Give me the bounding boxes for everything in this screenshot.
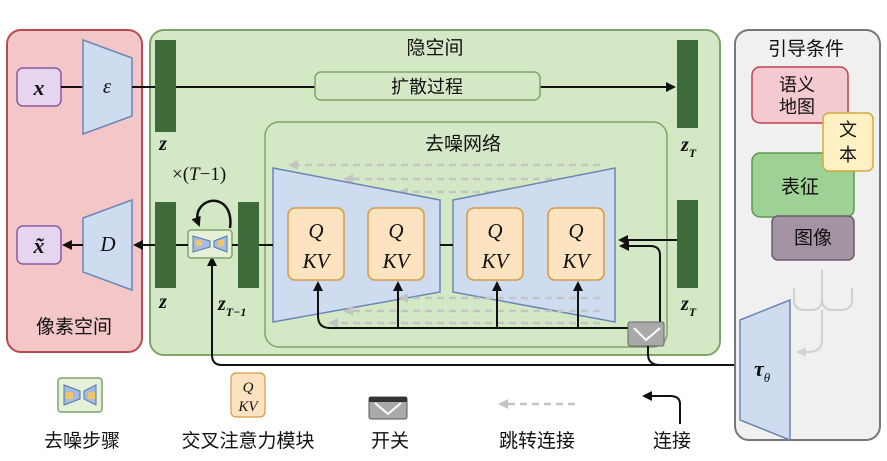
- legend-cross-q: Q: [243, 380, 254, 396]
- conditioning-title: 引导条件: [768, 38, 844, 60]
- zT-1-label: zT−1: [217, 293, 246, 319]
- repeat-count-label: ×(T−1): [172, 164, 226, 185]
- attn-2-q: Q: [388, 219, 403, 243]
- latent-space-title: 隐空间: [406, 37, 463, 59]
- cross-attention-block-3: Q KV: [466, 207, 524, 281]
- attn-4-kv: KV: [562, 249, 592, 273]
- decoder-label: D: [99, 232, 115, 256]
- representation-label: 表征: [781, 176, 819, 198]
- condition-merge-lines: [793, 270, 853, 357]
- repeat-loop-arrow: [191, 199, 232, 229]
- legend-skip-connection: 跳转连接: [498, 399, 575, 452]
- cross-attention-block-4: Q KV: [547, 207, 605, 281]
- zT-bar-top: [677, 40, 698, 128]
- denoising-net-title: 去噪网络: [425, 133, 501, 155]
- input-x: x: [16, 67, 62, 107]
- input-x-label: x: [33, 75, 45, 100]
- text-line-2: 本: [839, 145, 857, 166]
- semantic-map-box: 语义 地图: [751, 66, 849, 124]
- zT-1-bar: [238, 202, 259, 288]
- switch: [627, 321, 665, 347]
- text-line-1: 文: [839, 120, 857, 141]
- legend-connection: 连接: [642, 391, 691, 452]
- tau-encoder: τθ: [739, 298, 791, 442]
- cross-attention-block-2: Q KV: [367, 207, 425, 281]
- legend-denoise-step-label: 去噪步骤: [44, 430, 120, 452]
- diffusion-process-label: 扩散过程: [391, 77, 463, 98]
- tau-label: τθ: [754, 356, 771, 385]
- attn-1-kv: KV: [302, 249, 332, 273]
- skip-connections-bottom: [328, 293, 600, 328]
- semantic-map-line-1: 语义: [779, 75, 815, 96]
- z-label-top: z: [158, 133, 167, 155]
- attn-2-kv: KV: [382, 249, 412, 273]
- image-label: 图像: [794, 227, 832, 249]
- image-box: 图像: [771, 215, 855, 261]
- attn-3-q: Q: [487, 219, 502, 243]
- cross-attention-block-1: Q KV: [287, 207, 345, 281]
- z-label-bottom: z: [158, 291, 167, 313]
- pixel-space-title: 像素空间: [36, 316, 112, 338]
- legend-cross-attention: Q KV 交叉注意力模块: [181, 372, 315, 452]
- zT-label-top: zT: [680, 134, 697, 160]
- denoise-step-icon: [187, 229, 233, 259]
- legend-skip-connection-label: 跳转连接: [499, 430, 575, 452]
- legend-denoise-step: 去噪步骤: [44, 377, 120, 452]
- zT-label-bottom: zT: [680, 293, 697, 319]
- semantic-map-line-2: 地图: [779, 97, 815, 118]
- zT-bar-bottom: [677, 200, 698, 288]
- attn-3-kv: KV: [481, 249, 511, 273]
- diffusion-process-box: 扩散过程: [314, 71, 541, 101]
- attn-1-q: Q: [308, 219, 323, 243]
- cond-to-attn-1: [313, 281, 652, 329]
- legend-connection-label: 连接: [653, 430, 691, 452]
- legend: 去噪步骤 Q KV 交叉注意力模块 开关 跳转连接 连接: [44, 372, 691, 452]
- decoder: D: [82, 198, 133, 292]
- legend-switch: 开关: [368, 396, 409, 452]
- legend-cross-attention-label: 交叉注意力模块: [181, 430, 314, 452]
- tau-to-denoise-step-line: [207, 256, 740, 366]
- output-x-tilde: x̃: [16, 225, 62, 265]
- condition-connections: [313, 241, 661, 329]
- legend-switch-label: 开关: [371, 430, 409, 452]
- encoder: ε: [82, 38, 133, 136]
- z-bar-bottom: [155, 202, 176, 288]
- z-bar-top: [155, 40, 176, 132]
- cond-to-unet-input: [619, 241, 661, 328]
- legend-cross-kv: KV: [237, 399, 259, 415]
- encoder-label: ε: [103, 74, 112, 98]
- attn-4-q: Q: [568, 219, 583, 243]
- text-box: 文 本: [822, 112, 874, 172]
- output-x-tilde-label: x̃: [33, 233, 45, 258]
